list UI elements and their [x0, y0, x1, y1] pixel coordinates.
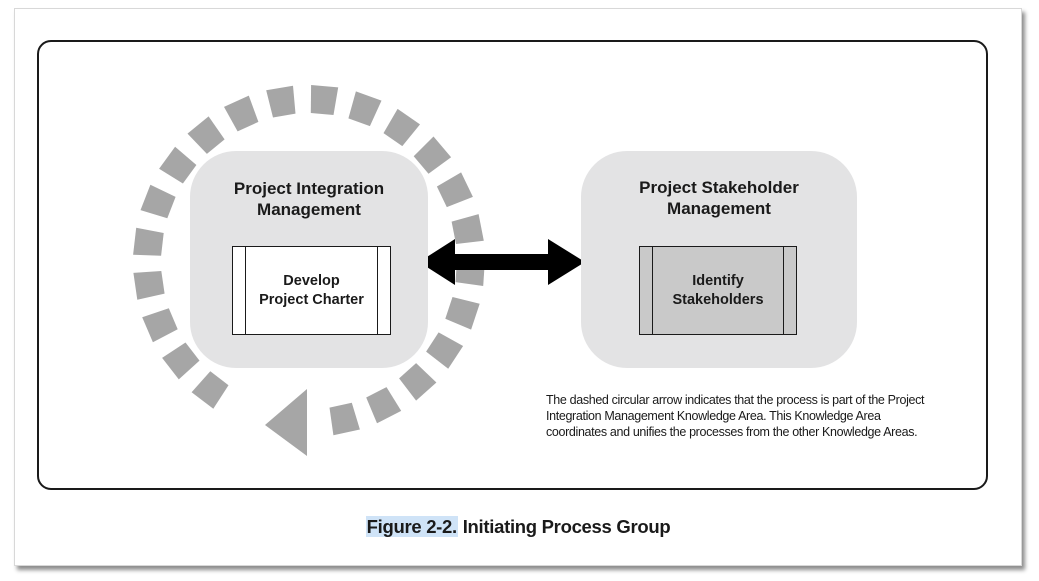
integration-title-line2: Management	[257, 200, 361, 219]
stakeholder-title-line2: Management	[667, 199, 771, 218]
ring-dash-segment	[133, 227, 164, 256]
integration-area-title: Project Integration Management	[190, 178, 428, 220]
ring-dash-segment	[329, 402, 360, 436]
ring-dash-segment	[436, 172, 473, 208]
figure-caption: Figure 2-2. Initiating Process Group	[15, 516, 1021, 538]
ring-dash-segment	[348, 91, 382, 127]
ring-dash-segment	[140, 184, 176, 219]
identify-stakeholders-line2: Stakeholders	[672, 291, 764, 308]
ring-dash-segment	[162, 342, 200, 380]
ring-dash-segment	[413, 136, 452, 174]
ring-dash-segment	[399, 363, 437, 401]
ring-dash-segment	[224, 95, 259, 132]
double-headed-arrow	[419, 239, 585, 285]
identify-stakeholders-process: Identify Stakeholders	[639, 246, 797, 335]
ring-dash-segment	[142, 308, 178, 343]
ring-dash-segment	[310, 85, 339, 115]
diagram-graphics	[133, 85, 585, 456]
develop-charter-line2: Project Charter	[259, 291, 364, 308]
integration-title-line1: Project Integration	[233, 179, 385, 198]
figure-number: Figure 2-2.	[365, 516, 458, 537]
ring-dash-segment	[451, 214, 484, 244]
stakeholder-title-line1: Project Stakeholder	[639, 178, 799, 197]
ring-dash-segment	[159, 146, 197, 184]
develop-charter-line1: Develop	[283, 272, 340, 289]
ring-dash-segment	[383, 108, 420, 147]
figure-title: Initiating Process Group	[457, 516, 671, 537]
ring-dash-segment	[426, 332, 464, 369]
stakeholder-area-title: Project Stakeholder Management	[581, 177, 857, 219]
ring-dash-segment	[266, 85, 296, 118]
ring-dash-segment	[187, 116, 225, 154]
dashed-circular-arrow	[133, 85, 485, 436]
ring-dash-segment	[366, 387, 402, 424]
identify-stakeholders-line1: Identify	[692, 272, 744, 289]
ring-explanation-note: The dashed circular arrow indicates that…	[546, 393, 925, 440]
figure-page: Project Integration Management Develop P…	[14, 8, 1022, 566]
ring-dash-segment	[133, 271, 165, 300]
develop-project-charter-process: Develop Project Charter	[232, 246, 391, 335]
ring-dash-segment	[191, 371, 229, 409]
ring-dash-segment	[445, 297, 480, 330]
ring-arrowhead	[265, 389, 307, 456]
